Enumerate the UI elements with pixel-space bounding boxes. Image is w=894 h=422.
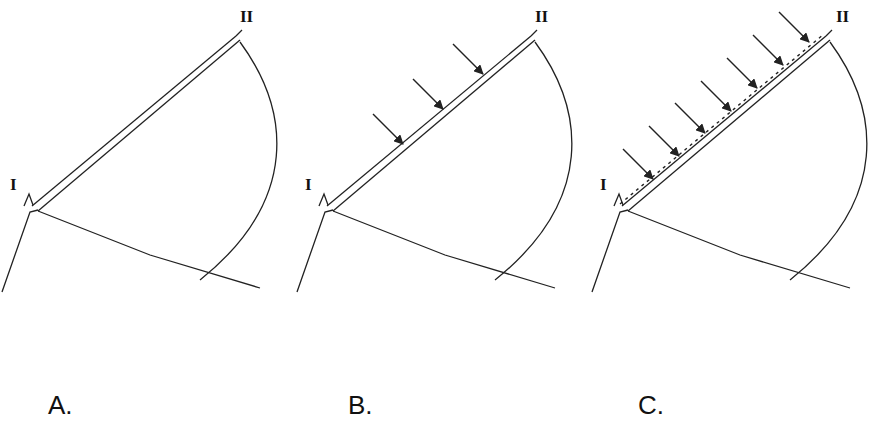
part-number: I	[600, 176, 607, 193]
panel-letter: A.	[48, 392, 73, 418]
panel-letter: B.	[348, 392, 373, 418]
part-number: I	[305, 176, 312, 193]
panel-letter: C.	[638, 392, 664, 418]
part-number: I	[10, 176, 17, 193]
part-number: II	[535, 8, 548, 25]
part-number: II	[240, 8, 253, 25]
part-number: II	[836, 8, 849, 25]
